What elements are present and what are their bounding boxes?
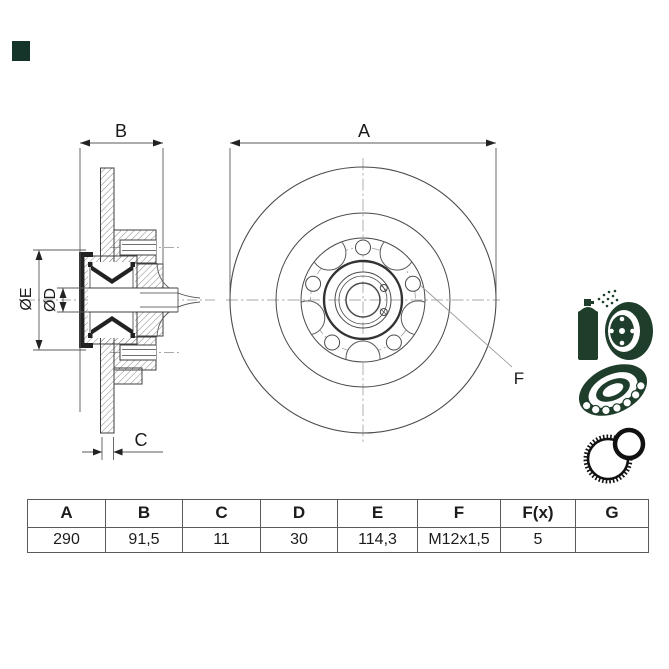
col-header-e: E (337, 499, 418, 528)
spec-table-value-row: 290 91,5 11 30 114,3 M12x1,5 5 (27, 526, 649, 554)
section-view (25, 139, 215, 460)
spray-dots (597, 289, 619, 308)
col-header-f: F (417, 499, 501, 528)
coated-disc-spray-icon (578, 289, 653, 360)
value-a: 290 (27, 526, 106, 554)
bearing-rollers (88, 262, 135, 338)
value-fx: 5 (500, 526, 576, 554)
dust-cap (79, 252, 93, 348)
wheel-bearing-icon (578, 364, 648, 416)
drum-holes (609, 316, 635, 346)
dimension-c (82, 437, 163, 460)
label-od: ØD (42, 288, 59, 312)
dimension-od (57, 287, 88, 313)
label-oe: ØE (18, 287, 35, 310)
abs-ring-icon (583, 427, 646, 484)
col-header-a: A (27, 499, 106, 528)
dimension-a (229, 139, 497, 300)
col-header-g: G (575, 499, 649, 528)
value-c: 11 (182, 526, 261, 554)
spec-table: A B C D E F F(x) G 290 91,5 11 30 114,3 … (27, 499, 649, 554)
dimension-oe (33, 249, 86, 351)
f-leader-line (420, 285, 513, 368)
col-header-b: B (105, 499, 183, 528)
value-g (575, 526, 649, 554)
spec-table-header-row: A B C D E F F(x) G (27, 499, 649, 528)
front-view (226, 139, 513, 445)
value-e: 114,3 (337, 526, 418, 554)
col-header-d: D (260, 499, 338, 528)
brand-logo-square (12, 41, 30, 61)
value-b: 91,5 (105, 526, 183, 554)
label-c: C (135, 430, 148, 450)
hub-front (322, 259, 404, 341)
value-d: 30 (260, 526, 338, 554)
bearing-balls (581, 381, 646, 416)
friction-surface-edge (275, 212, 451, 388)
col-header-fx: F(x) (500, 499, 576, 528)
value-f: M12x1,5 (417, 526, 501, 554)
dimension-b (79, 139, 164, 412)
dimension-labels: B A C F ØE ØD (18, 121, 524, 450)
flange-edge (300, 237, 426, 363)
hub-bearing-section (79, 252, 179, 348)
bolt-holes (305, 239, 421, 351)
label-a: A (358, 121, 370, 141)
label-b: B (115, 121, 127, 141)
label-f: F (514, 369, 524, 388)
col-header-c: C (182, 499, 261, 528)
front-centerlines (226, 158, 500, 445)
